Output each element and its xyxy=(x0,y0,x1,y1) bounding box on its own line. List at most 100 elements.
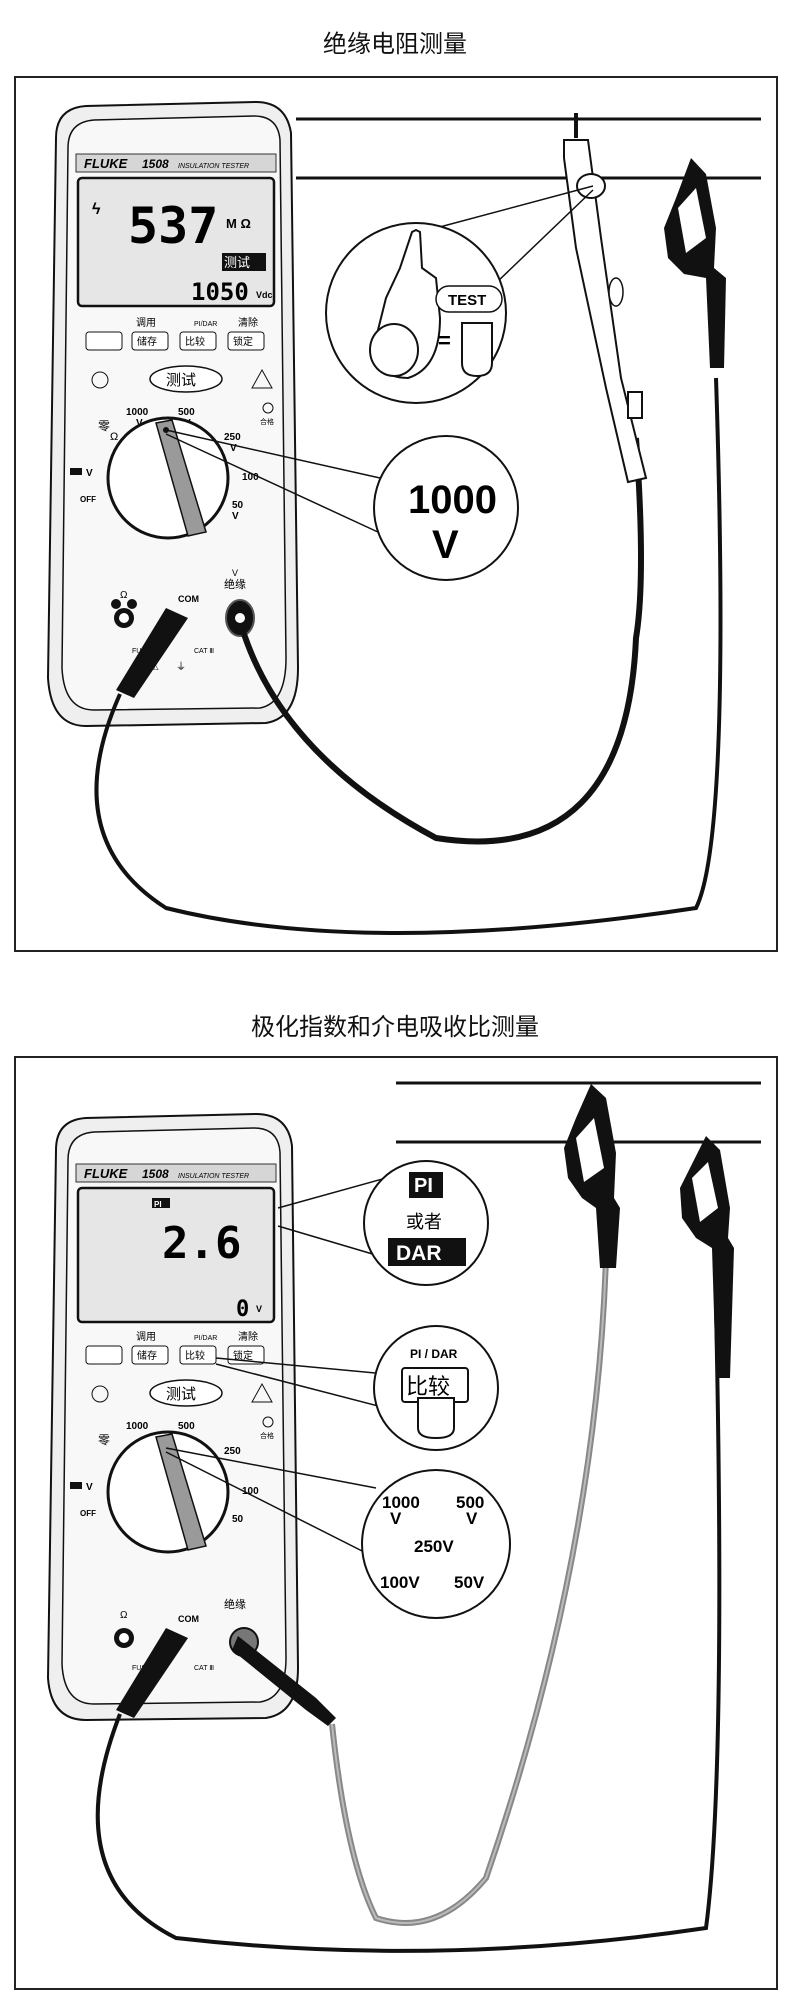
backlight-icon[interactable] xyxy=(91,371,109,389)
range-50-label: 50V xyxy=(454,1573,485,1592)
dial-v-label-2: V xyxy=(86,1482,93,1493)
equals-sign: = xyxy=(438,328,451,353)
lock-button-label: 锁定 xyxy=(233,335,253,348)
brand-label: FLUKE xyxy=(84,156,128,171)
battery-icon xyxy=(70,468,82,475)
range-callout-circle xyxy=(361,1469,511,1619)
dial-zero-label-2: 零 xyxy=(98,1433,110,1447)
jack-insul-label: 绝缘 xyxy=(224,577,246,591)
dial-v-label: V xyxy=(86,468,93,479)
section-title-insulation: 绝缘电阻测量 xyxy=(323,30,467,58)
dial-off-label: OFF xyxy=(80,495,96,504)
callout-leader-dial-bottom xyxy=(165,433,381,534)
ground-icon: ⏚ xyxy=(176,661,186,673)
insulation-plug-body xyxy=(232,1636,336,1726)
insulation-measurement-figure: FLUKE 1508 INSULATION TESTER ϟ 537 M Ω 测… xyxy=(14,76,778,952)
range-250-label: 250V xyxy=(414,1537,454,1556)
test-button-2[interactable] xyxy=(149,1379,223,1407)
pi-dar-measurement-figure: FLUKE 1508 INSULATION TESTER PI 2.6 0 V … xyxy=(14,1056,778,1990)
model-sub-label: INSULATION TESTER xyxy=(178,163,249,170)
alligator-clip-left xyxy=(564,1084,620,1268)
store-button-label: 储存 xyxy=(137,335,157,348)
pi-callout-label: PI xyxy=(414,1175,433,1197)
btn-top-label-recall-2: 调用 xyxy=(136,1331,156,1343)
dial-1000-unit: V xyxy=(136,418,143,429)
dial-1000-label-2: 1000 xyxy=(126,1421,149,1432)
display-pi-value: 2.6 xyxy=(162,1218,241,1269)
dar-callout-label: DAR xyxy=(396,1242,442,1265)
compare-callout-label: 比较 xyxy=(406,1374,450,1399)
warning-icon xyxy=(251,368,273,389)
jack-com-label-2: COM xyxy=(178,1614,199,1624)
dial-250-unit: V xyxy=(230,443,237,454)
store-button[interactable] xyxy=(131,331,169,351)
dial-pointer-2 xyxy=(155,1433,207,1551)
compare-button-label-2: 比较 xyxy=(185,1349,205,1362)
dial-250-label-2: 250 xyxy=(224,1446,241,1457)
dial-100-label: 100 xyxy=(242,472,259,483)
blank-button[interactable] xyxy=(85,331,123,351)
voltage-callout-unit: V xyxy=(432,523,459,567)
black-lead xyxy=(94,377,723,935)
lightning-icon: ϟ xyxy=(92,201,101,218)
callout-leader-probe-top xyxy=(435,185,594,229)
jack-ohm-label: Ω xyxy=(120,590,128,601)
btn-top-label-clear: 清除 xyxy=(238,316,258,329)
dial-500-label-2: 500 xyxy=(178,1421,195,1432)
com-probe-plug-2 xyxy=(116,1628,188,1718)
jack-ohm-label-2: Ω xyxy=(120,1610,128,1621)
btn-top-label-pidar: PI/DAR xyxy=(194,321,217,328)
store-button-2[interactable] xyxy=(131,1345,169,1365)
btn-top-label-recall: 调用 xyxy=(136,317,156,329)
callout-leader-button-top xyxy=(215,1357,387,1375)
alligator-clip xyxy=(664,158,726,368)
display-sub-value: 1050 xyxy=(191,278,249,306)
callout-leader-display-bottom xyxy=(277,1225,387,1259)
dial-50-label: 50 xyxy=(232,500,244,511)
test-button-icon xyxy=(461,322,493,378)
lcd-display-2 xyxy=(76,1186,276,1324)
jack-com-label: COM xyxy=(178,594,199,604)
test-button[interactable] xyxy=(149,365,223,393)
pass-label-2: 合格 xyxy=(260,1431,274,1440)
callout-leader-dial-top xyxy=(165,429,381,479)
brand-label-2: FLUKE xyxy=(84,1166,128,1181)
dial-50-unit: V xyxy=(232,511,239,522)
or-callout-label: 或者 xyxy=(406,1212,442,1232)
range-1000-label: 1000 xyxy=(382,1493,420,1512)
display-sub-unit-2: V xyxy=(256,1304,262,1314)
compare-button-2[interactable] xyxy=(179,1345,217,1365)
compare-button-label: 比较 xyxy=(185,335,205,348)
callout-leader-probe-bottom xyxy=(495,189,594,284)
pi-dar-diagram: FLUKE 1508 INSULATION TESTER PI 2.6 0 V … xyxy=(46,1081,761,1953)
model-sub-label-2: INSULATION TESTER xyxy=(178,1173,249,1180)
cat-label: CAT Ⅲ xyxy=(194,648,214,655)
display-sub-unit: Vdc xyxy=(256,290,273,300)
blank-button-2[interactable] xyxy=(85,1345,123,1365)
range-500-unit: V xyxy=(466,1509,478,1528)
alligator-clip-right xyxy=(680,1136,734,1378)
compare-button-icon xyxy=(417,1397,455,1440)
model-label-2: 1508 xyxy=(142,1167,169,1181)
dial-250-label: 250 xyxy=(224,432,241,443)
callout-leader-range-top xyxy=(165,1447,377,1489)
pidar-callout-label: PI / DAR xyxy=(410,1347,458,1361)
cat-label-2: CAT Ⅲ xyxy=(194,1665,214,1672)
pass-indicator-icon-2 xyxy=(262,1416,274,1428)
display-sub-value-2: 0 xyxy=(236,1297,249,1322)
pass-indicator-icon xyxy=(262,402,274,414)
lock-button[interactable] xyxy=(227,331,265,351)
model-label: 1508 xyxy=(142,157,169,171)
fluke-meter-2: FLUKE 1508 INSULATION TESTER PI 2.6 0 V … xyxy=(46,1112,300,1722)
test-callout-label: TEST xyxy=(448,292,486,309)
lock-button-label-2: 锁定 xyxy=(233,1349,253,1362)
compare-button[interactable] xyxy=(179,331,217,351)
backlight-icon-2[interactable] xyxy=(91,1385,109,1403)
section-title-pi-dar: 极化指数和介电吸收比测量 xyxy=(251,1013,539,1041)
callout-leader-button-bottom xyxy=(215,1363,387,1409)
callout-leader-range-bottom xyxy=(165,1451,377,1559)
test-probe-lead xyxy=(241,437,644,845)
warning-icon-2 xyxy=(251,1382,273,1403)
battery-icon-2 xyxy=(70,1482,82,1489)
test-probe xyxy=(563,113,648,484)
